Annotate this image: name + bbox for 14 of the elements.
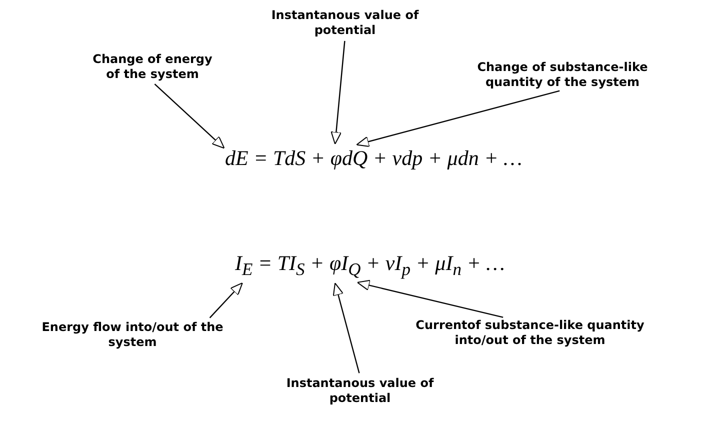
arrow xyxy=(332,282,360,374)
equation: I$_{E}$ = TI$_{S}$ + φI$_{Q}$ + vI$_{p}$ + μI$_{n}$ + … xyxy=(235,250,505,282)
arrow xyxy=(330,40,346,144)
arrow xyxy=(356,280,504,318)
annotation-text: Change of substance-like quantity of the system xyxy=(470,60,655,90)
arrow xyxy=(209,282,243,318)
annotation-text: Currentof substance-like quantity into/out of the system xyxy=(410,318,650,348)
annotation-text: Energy flow into/out of the system xyxy=(25,320,240,350)
arrow xyxy=(154,84,225,149)
arrow xyxy=(356,90,560,147)
annotation-text: Change of energy of the system xyxy=(85,52,220,82)
annotation-text: Instantanous value of potential xyxy=(285,376,435,406)
equation: dE = TdS + φdQ + vdp + μdn + … xyxy=(225,145,522,171)
annotation-text: Instantanous value of potential xyxy=(270,8,420,38)
